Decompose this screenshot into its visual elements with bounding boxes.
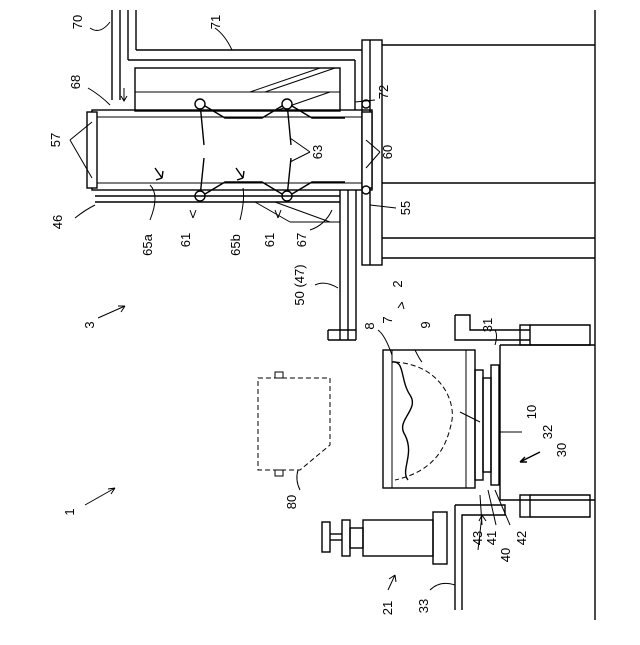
label-8: 8 bbox=[362, 322, 377, 329]
rotating-cylinder bbox=[87, 99, 372, 201]
label-10: 10 bbox=[524, 405, 539, 419]
supply-pipes bbox=[112, 10, 362, 110]
label-33: 33 bbox=[416, 599, 431, 613]
upper-housing bbox=[135, 68, 340, 111]
label-60: 60 bbox=[380, 145, 395, 159]
label-68: 68 bbox=[68, 75, 83, 89]
label-57: 57 bbox=[48, 133, 63, 147]
label-63: 63 bbox=[310, 145, 325, 159]
label-50-47: 50 (47) bbox=[292, 264, 307, 305]
pusher-device bbox=[322, 505, 505, 610]
label-61b: 61 bbox=[262, 233, 277, 247]
label-2: 2 bbox=[390, 280, 405, 287]
label-46: 46 bbox=[50, 215, 65, 229]
label-61a: 61 bbox=[178, 233, 193, 247]
label-80: 80 bbox=[284, 495, 299, 509]
label-70: 70 bbox=[70, 15, 85, 29]
label-40: 40 bbox=[498, 548, 513, 562]
label-7: 7 bbox=[380, 316, 395, 323]
label-32: 32 bbox=[540, 425, 555, 439]
label-43: 43 bbox=[470, 531, 485, 545]
lid-member bbox=[258, 372, 330, 476]
label-21: 21 bbox=[380, 601, 395, 615]
label-1: 1 bbox=[62, 508, 77, 515]
label-9: 9 bbox=[418, 321, 433, 328]
label-3: 3 bbox=[82, 321, 97, 328]
label-31: 31 bbox=[480, 318, 495, 332]
label-65a: 65a bbox=[140, 233, 155, 255]
container bbox=[383, 350, 499, 488]
frame-structure bbox=[362, 10, 595, 620]
label-55: 55 bbox=[398, 201, 413, 215]
label-65b: 65b bbox=[228, 234, 243, 256]
discharge-chute bbox=[95, 190, 356, 340]
label-41: 41 bbox=[484, 531, 499, 545]
label-30: 30 bbox=[554, 443, 569, 457]
label-67: 67 bbox=[294, 233, 309, 247]
label-72: 72 bbox=[376, 85, 391, 99]
reference-numerals: 70 71 68 57 63 60 72 55 46 65a 61 65b 61… bbox=[48, 15, 569, 615]
label-71: 71 bbox=[208, 15, 223, 29]
label-42: 42 bbox=[514, 531, 529, 545]
